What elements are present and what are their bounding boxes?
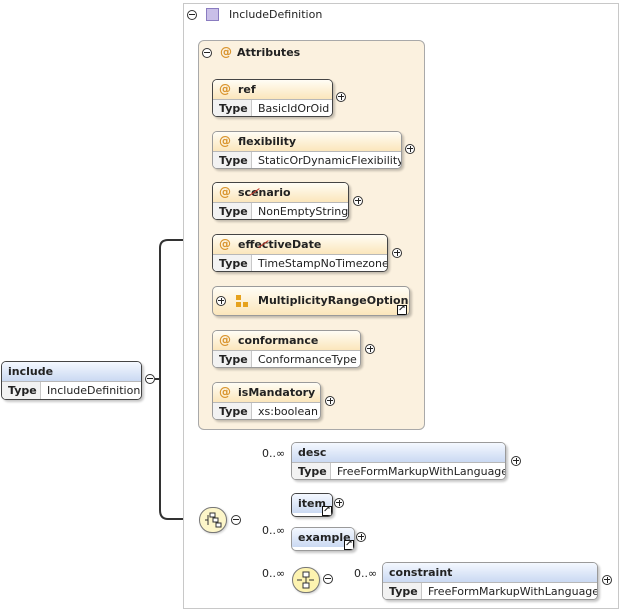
attribute-effectivedate[interactable]: @ effectiveDate Type TimeStampNoTimezone	[212, 234, 388, 272]
attribute-scenario[interactable]: @ scenario Type NonEmptyString	[212, 182, 349, 220]
attribute-symbol: @	[219, 82, 231, 96]
element-constraint-type: FreeFormMarkupWithLanguage	[428, 585, 598, 598]
attribute-symbol: @	[219, 134, 231, 148]
attribute-scenario-type: NonEmptyString	[258, 205, 349, 218]
attributes-group-title: Attributes	[237, 46, 301, 59]
desc-multiplicity: 0..∞	[262, 447, 286, 460]
attribute-ismandatory-expand-toggle[interactable]	[325, 396, 335, 406]
reference-arrow-icon[interactable]	[344, 538, 354, 550]
attribute-ismandatory-type: xs:boolean	[258, 405, 318, 418]
choice-compositor[interactable]	[292, 567, 320, 593]
attribute-ref[interactable]: @ ref Type BasicIdOrOid	[212, 79, 333, 117]
attribute-scenario-name: scenario	[238, 186, 291, 199]
attribute-ref-type-key: Type	[213, 100, 252, 116]
attribute-effectivedate-name: effectiveDate	[238, 238, 322, 251]
attribute-effectivedate-type-key: Type	[213, 255, 252, 271]
complex-type-icon	[206, 8, 219, 21]
example-multiplicity: 0..∞	[262, 524, 286, 537]
sequence-collapse-toggle[interactable]	[231, 515, 241, 525]
attribute-group-multiplicityrangeoptional[interactable]: MultiplicityRangeOptional	[212, 286, 410, 316]
reference-arrow-icon[interactable]	[397, 303, 407, 315]
element-item-expand-toggle[interactable]	[334, 498, 344, 508]
attribute-ismandatory-name: isMandatory	[238, 386, 316, 399]
element-constraint[interactable]: constraint Type FreeFormMarkupWithLanguag…	[382, 562, 598, 600]
element-desc-expand-toggle[interactable]	[511, 456, 521, 466]
sequence-compositor[interactable]	[199, 507, 227, 533]
attribute-ref-type: BasicIdOrOid	[258, 102, 330, 115]
attribute-flexibility-expand-toggle[interactable]	[405, 144, 415, 154]
attribute-ismandatory-type-key: Type	[213, 403, 252, 419]
attribute-conformance-type-key: Type	[213, 351, 252, 367]
attributes-collapse-toggle[interactable]	[202, 48, 212, 58]
attribute-symbol: @	[219, 237, 231, 251]
attribute-conformance-name: conformance	[238, 334, 319, 347]
element-constraint-name: constraint	[383, 563, 597, 582]
attribute-flexibility-type: StaticOrDynamicFlexibility	[258, 154, 402, 167]
attribute-symbol: @	[219, 185, 231, 199]
attribute-conformance[interactable]: @ conformance Type ConformanceType	[212, 330, 361, 368]
include-name: include	[2, 362, 141, 381]
attribute-group-expand-toggle[interactable]	[216, 296, 226, 306]
attribute-effectivedate-expand-toggle[interactable]	[392, 248, 402, 258]
constraint-multiplicity: 0..∞	[354, 567, 378, 580]
include-type-value: IncludeDefinition	[47, 384, 141, 397]
attributes-group-symbol: @	[220, 45, 232, 59]
sequence-icon	[205, 512, 222, 528]
attribute-scenario-expand-toggle[interactable]	[353, 196, 363, 206]
element-desc-type: FreeFormMarkupWithLanguage	[337, 465, 506, 478]
reference-arrow-icon[interactable]	[322, 504, 332, 516]
choice-icon	[297, 571, 314, 589]
choice-multiplicity: 0..∞	[262, 567, 286, 580]
attribute-flexibility-type-key: Type	[213, 152, 252, 168]
attribute-symbol: @	[219, 333, 231, 347]
include-collapse-toggle[interactable]	[145, 374, 155, 384]
element-desc-type-key: Type	[292, 463, 331, 479]
attribute-conformance-type: ConformanceType	[258, 353, 357, 366]
element-desc-name: desc	[292, 443, 505, 462]
include-type-key: Type	[2, 382, 41, 399]
element-example-name: example	[292, 528, 354, 547]
choice-collapse-toggle[interactable]	[323, 574, 333, 584]
attribute-ismandatory[interactable]: @ isMandatory Type xs:boolean	[212, 382, 321, 420]
include-element[interactable]: include Type IncludeDefinition	[1, 361, 142, 400]
element-constraint-expand-toggle[interactable]	[602, 575, 612, 585]
element-item[interactable]: item	[291, 493, 333, 517]
attribute-effectivedate-type: TimeStampNoTimezone	[258, 257, 388, 270]
attribute-flexibility-name: flexibility	[238, 135, 297, 148]
connector-include-to-type	[155, 239, 198, 520]
attribute-scenario-type-key: Type	[213, 203, 252, 219]
element-example[interactable]: example	[291, 527, 355, 551]
attribute-symbol: @	[219, 385, 231, 399]
attribute-ref-expand-toggle[interactable]	[336, 92, 346, 102]
attribute-group-name: MultiplicityRangeOptional	[258, 294, 410, 307]
complex-type-collapse-toggle[interactable]	[187, 10, 197, 20]
complex-type-name: IncludeDefinition	[229, 8, 323, 21]
element-example-expand-toggle[interactable]	[356, 532, 366, 542]
element-desc[interactable]: desc Type FreeFormMarkupWithLanguage	[291, 442, 506, 480]
attribute-conformance-expand-toggle[interactable]	[365, 344, 375, 354]
attribute-group-icon	[236, 295, 248, 307]
attribute-flexibility[interactable]: @ flexibility Type StaticOrDynamicFlexibil…	[212, 131, 402, 169]
element-constraint-type-key: Type	[383, 583, 422, 599]
attribute-ref-name: ref	[238, 83, 256, 96]
